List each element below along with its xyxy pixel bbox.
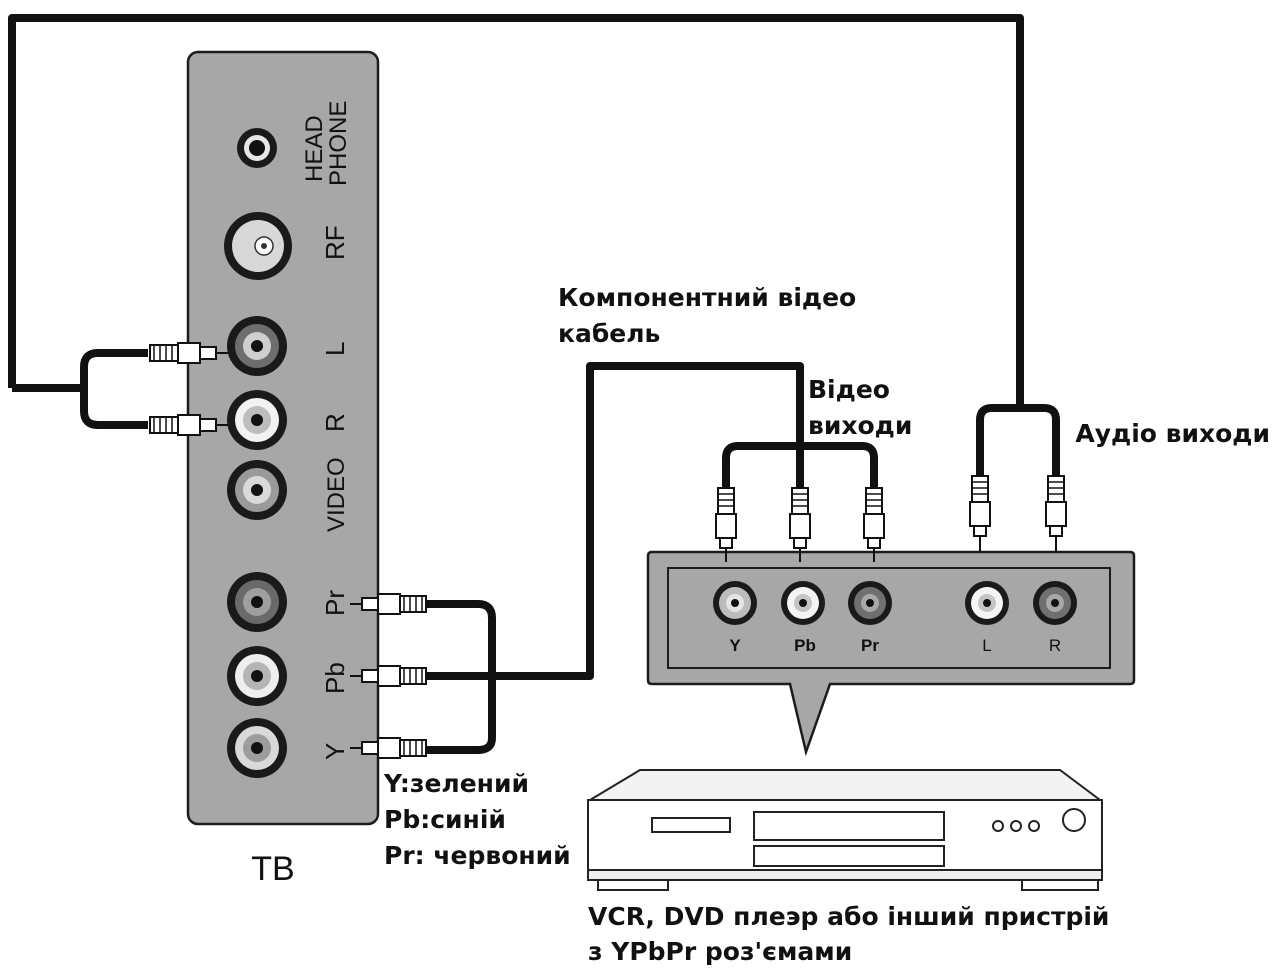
audio-cable: [8, 14, 1024, 410]
plug-device-pb: [789, 487, 811, 562]
button-2-icon: [1010, 820, 1022, 832]
disc-tray: [753, 811, 945, 841]
plug-tv-y: [361, 741, 379, 755]
video-out-line1: Відео: [808, 375, 890, 404]
video-out-line2: виходи: [808, 411, 912, 440]
tv-caption: ТВ: [251, 850, 294, 888]
component-cable-pb: [424, 362, 804, 680]
l-label: L: [320, 342, 350, 356]
headphone-label-2: PHONE: [325, 101, 352, 186]
legend-y: Y:зелений: [383, 769, 529, 798]
device-r-label: R: [1049, 636, 1061, 655]
cable-label-line1: Компонентний відео: [558, 283, 856, 312]
legend-pb: Pb:синій: [384, 805, 506, 834]
plug-device-l: [969, 475, 991, 552]
rf-label: RF: [320, 225, 350, 260]
r-label: R: [320, 413, 350, 432]
plug-tv-pb: [361, 669, 379, 683]
cables: [8, 14, 1060, 754]
video-label: VIDEO: [323, 457, 350, 532]
plug-tv-pr: [361, 597, 379, 611]
device-plugs: [715, 475, 1067, 562]
tv-plugs: [149, 342, 427, 759]
plug-device-pr: [863, 487, 885, 562]
audio-cable-split-tv: [80, 349, 148, 429]
component-cable-split: [722, 442, 878, 505]
device-y-label: Y: [729, 636, 741, 655]
power-knob-icon: [1062, 808, 1086, 832]
device-caption-line2: з YPbPr роз'ємами: [588, 937, 852, 966]
cable-label-line2: кабель: [558, 319, 660, 348]
display-slot: [651, 817, 731, 833]
device-l-label: L: [982, 636, 991, 655]
device-rear-panel: Y Pb Pr L R: [646, 550, 1136, 757]
legend-pr: Pr: червоний: [384, 841, 571, 870]
device-pr-label: Pr: [861, 636, 879, 655]
plug-device-r: [1045, 475, 1067, 552]
audio-out-label: Аудіо виходи: [1075, 419, 1270, 448]
y-label: Y: [320, 743, 350, 760]
button-3-icon: [1028, 820, 1040, 832]
device-caption-line1: VCR, DVD плеэр або інший пристрій: [588, 902, 1109, 931]
pr-label: Pr: [320, 590, 350, 616]
device-pb-label: Pb: [794, 636, 816, 655]
plug-device-y: [715, 487, 737, 562]
pb-label: Pb: [320, 662, 350, 694]
button-1-icon: [992, 820, 1004, 832]
dvd-player: [586, 769, 1103, 891]
headphone-label-1: HEAD: [301, 115, 328, 182]
tv-panel: HEAD PHONE RF L R VIDEO Pr Pb Y: [186, 50, 380, 826]
audio-cable-split-device: [976, 404, 1060, 504]
